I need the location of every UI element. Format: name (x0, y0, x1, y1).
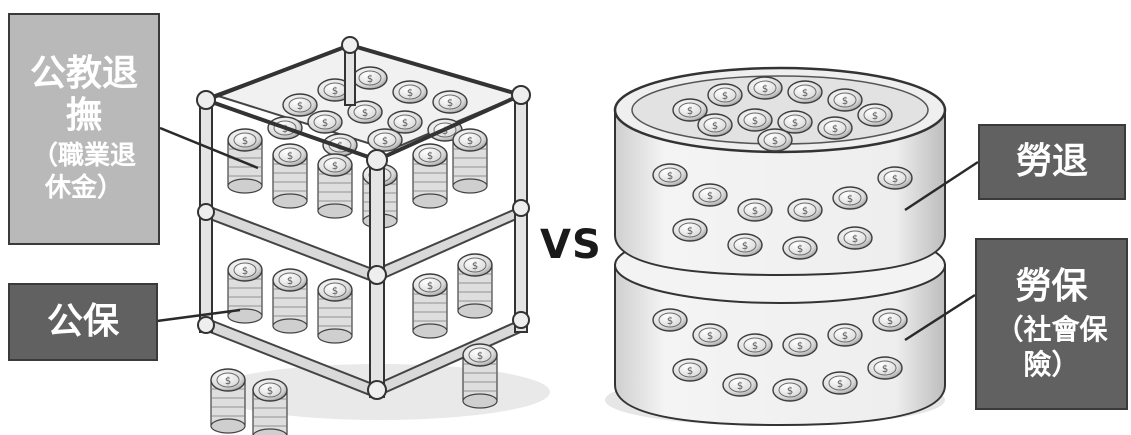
label-labor-pension-text: 勞退 (1015, 140, 1088, 183)
label-labor-insurance: 勞保 （社會保 險） (975, 238, 1128, 410)
label-public-pension-line2: 撫 (65, 93, 102, 136)
leader-lines (156, 126, 979, 342)
label-labor-insurance-sub1: （社會保 (995, 312, 1108, 346)
label-public-pension-line1: 公教退 (29, 52, 138, 95)
label-labor-pension: 勞退 (978, 124, 1126, 200)
shelf-rack (196, 36, 531, 400)
label-labor-insurance-text: 勞保 (1015, 265, 1088, 308)
label-public-pension: 公教退 撫 （職業退 休金） (8, 13, 160, 245)
glass-jar (613, 66, 947, 427)
label-public-insurance-text: 公保 (46, 300, 119, 343)
label-public-pension-sub1: （職業退 (31, 140, 136, 171)
label-public-insurance: 公保 (8, 283, 158, 361)
label-public-pension-sub2: 休金） (44, 173, 123, 204)
vs-text: VS (540, 222, 602, 268)
label-labor-insurance-sub2: 險） (1023, 347, 1080, 381)
